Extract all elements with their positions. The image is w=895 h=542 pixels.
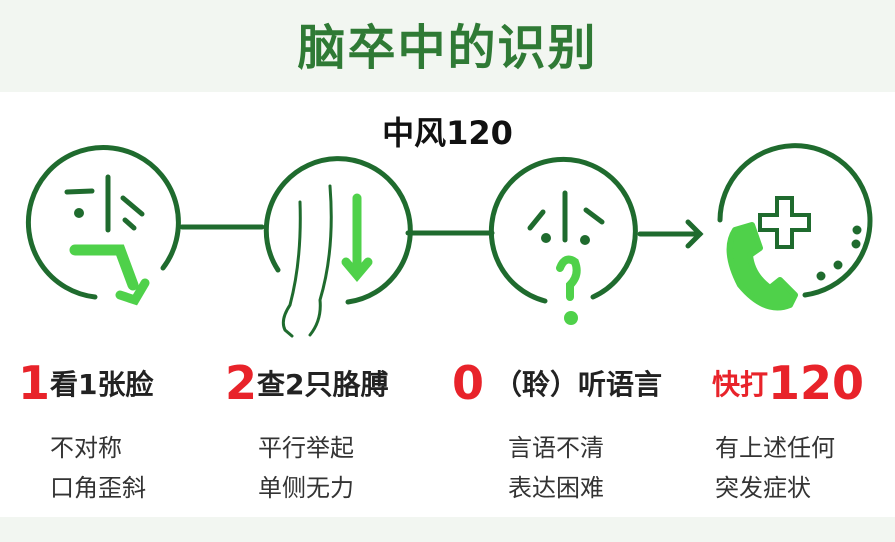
desc-line: 突发症状 [715, 474, 811, 502]
confused-face-icon [488, 156, 638, 325]
step-heading: （聆）听语言 [494, 368, 663, 401]
arm-weakness-icon [263, 156, 413, 338]
drooping-face-icon [25, 144, 181, 306]
step-number: 120 [768, 356, 865, 410]
arrow-right-icon [637, 219, 704, 249]
phone-medical-icon [717, 143, 873, 311]
desc-line: 单侧无力 [258, 474, 354, 502]
footer-band [0, 517, 895, 542]
desc-line: 言语不清 [508, 434, 604, 462]
step-heading: 查2只胳膊 [257, 368, 389, 401]
desc-line: 口角歪斜 [50, 474, 146, 502]
step-heading: 看1张脸 [50, 368, 154, 401]
step-4-heading: 快打120 [712, 356, 864, 410]
step-number: 2 [225, 356, 258, 410]
step-1-description: 不对称 口角歪斜 [50, 428, 146, 508]
subtitle: 中风120 [382, 114, 513, 152]
step-number: 0 [452, 356, 485, 410]
step-prefix: 快打 [712, 368, 769, 401]
step-3-heading: 0 （聆）听语言 [452, 356, 662, 410]
desc-line: 有上述任何 [715, 434, 835, 462]
step-4-description: 有上述任何 突发症状 [715, 428, 835, 508]
step-3-description: 言语不清 表达困难 [508, 428, 604, 508]
header-band [0, 0, 895, 92]
step-2-heading: 2查2只胳膊 [225, 356, 389, 410]
desc-line: 表达困难 [508, 474, 604, 502]
page-title: 脑卒中的识别 [297, 20, 598, 76]
desc-line: 不对称 [50, 434, 122, 462]
desc-line: 平行举起 [258, 434, 354, 462]
step-2-description: 平行举起 单侧无力 [258, 428, 354, 508]
step-number: 1 [18, 356, 51, 410]
step-1-heading: 1看1张脸 [18, 356, 154, 410]
